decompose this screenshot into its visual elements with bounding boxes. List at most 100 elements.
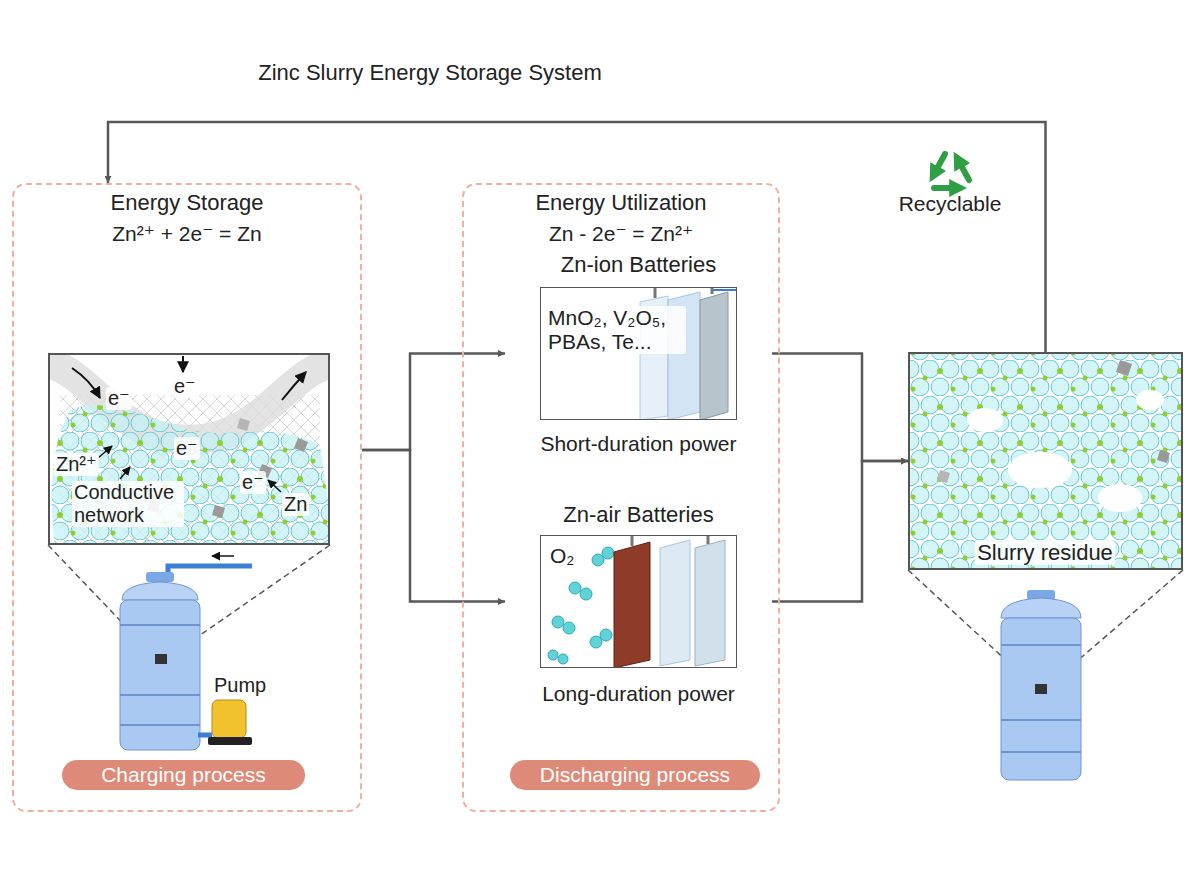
text-slot: Energy Storage <box>14 190 360 215</box>
residue-tank <box>1001 618 1081 780</box>
residue-tank <box>1035 684 1047 694</box>
charging-illustration <box>282 372 306 400</box>
slurry-residue-illustration <box>967 408 1003 432</box>
equation: Zn - 2e⁻ = Zn²⁺ <box>549 222 693 246</box>
electron-label: e⁻ <box>106 387 132 410</box>
zn-air-cell <box>569 582 581 594</box>
process-label: Discharging process <box>540 760 730 790</box>
text-slot: e⁻ <box>174 437 200 460</box>
panel-heading: Energy Utilization <box>535 190 706 215</box>
slurry-residue-illustration <box>908 352 1183 570</box>
storage-tank <box>122 582 198 600</box>
text-slot: Pump <box>214 674 266 697</box>
zn-ion-cell <box>700 292 728 420</box>
electron-label: e⁻ <box>240 471 266 494</box>
pump-symbol <box>208 737 252 745</box>
pump-symbol <box>198 700 252 745</box>
storage-tank <box>212 555 234 557</box>
duration-label: Short-duration power <box>540 432 736 456</box>
text-slot: MnO₂, V₂O₅, PBAs, Te... <box>546 306 686 354</box>
zn-air-cell <box>548 535 725 668</box>
charging-illustration <box>212 505 225 518</box>
stage-panel: Energy StorageZn²⁺ + 2e⁻ = Zn e⁻ e⁻ e⁻ e⁻ Zn²… <box>12 183 362 812</box>
charging-illustration <box>120 467 130 479</box>
duration-label: Long-duration power <box>542 682 735 706</box>
text-slot: Zn-air Batteries <box>505 502 772 527</box>
panel-heading: Energy Storage <box>111 190 264 215</box>
text-slot: Slurry residue <box>950 540 1140 565</box>
storage-tank <box>168 566 252 580</box>
flow-arrow <box>362 354 505 451</box>
text-slot: Zn <box>282 493 309 516</box>
slurry-residue-illustration <box>908 352 1183 570</box>
diagram-title: Zinc Slurry Energy Storage System <box>258 60 602 85</box>
part-label: Pump <box>214 674 266 697</box>
pump-symbol <box>212 700 246 738</box>
part-label: Conductive network <box>72 481 184 527</box>
charging-illustration <box>52 405 330 545</box>
text-slot: Energy Utilization <box>464 190 778 215</box>
charging-illustration <box>48 356 330 545</box>
text-slot: Discharging process <box>510 760 760 790</box>
storage-tank <box>120 600 200 750</box>
text-slot: Zinc Slurry Energy Storage System <box>130 60 730 85</box>
zn-air-cell <box>563 622 575 634</box>
charging-illustration <box>72 368 100 398</box>
ion-label: Zn²⁺ <box>54 453 99 476</box>
storage-tank <box>120 625 200 725</box>
zn-air-cell <box>552 616 564 628</box>
text-slot: Zn²⁺ <box>54 453 99 476</box>
slurry-residue-illustration <box>1136 390 1164 410</box>
illustration-inset: e⁻ e⁻ e⁻ e⁻ Zn²⁺ Conductive network Zn <box>48 353 330 545</box>
zn-air-cell <box>548 650 558 660</box>
zn-ion-cell <box>655 287 712 298</box>
text-slot: Charging process <box>62 760 305 790</box>
connector-group <box>108 122 1046 602</box>
charging-illustration <box>294 438 308 452</box>
zn-air-cell <box>632 535 708 546</box>
charging-illustration <box>182 356 184 372</box>
flow-arrow <box>362 450 505 602</box>
zn-air-cell <box>695 540 725 666</box>
battery-heading: Zn-air Batteries <box>563 502 713 527</box>
text-slot: Short-duration power <box>505 432 772 456</box>
pump-symbol <box>198 733 212 738</box>
text-slot: e⁻ <box>106 387 132 410</box>
battery-group: Zn-ion BatteriesMnO₂, V₂O₅, PBAs, Te... S… <box>505 248 772 460</box>
zn-air-cell <box>614 542 650 668</box>
gas-label: O₂ <box>548 544 577 568</box>
slurry-residue-illustration <box>937 470 950 483</box>
text-slot: Zn-ion Batteries <box>505 252 772 277</box>
edge-label: Recyclable <box>899 192 1002 216</box>
storage-tank <box>155 654 167 664</box>
recycle-symbol <box>933 154 969 188</box>
text-slot: Long-duration power <box>505 682 772 706</box>
charging-illustration <box>237 418 250 431</box>
slurry-residue-illustration <box>1157 450 1170 463</box>
residue-tank <box>1001 645 1081 752</box>
zn-ion-cell <box>712 289 737 291</box>
process-pill: Charging process <box>62 760 305 790</box>
slurry-residue-illustration <box>1008 452 1072 488</box>
stage-panel: Energy UtilizationZn - 2e⁻ = Zn²⁺Zn-ion … <box>462 183 780 812</box>
illustration-inset: Slurry residue <box>908 352 1183 570</box>
storage-tank <box>146 572 174 582</box>
text-slot: Zn - 2e⁻ = Zn²⁺ <box>464 222 778 246</box>
text-slot: e⁻ <box>240 471 266 494</box>
text-slot: Conductive network <box>72 481 184 527</box>
battery-heading: Zn-ion Batteries <box>561 252 716 277</box>
zn-air-cell <box>660 540 690 666</box>
recycle-symbol <box>934 185 960 191</box>
text-slot: Zn²⁺ + 2e⁻ = Zn <box>14 222 360 246</box>
flow-arrow <box>772 354 908 462</box>
storage-tank <box>120 556 252 750</box>
electron-label: e⁻ <box>174 437 200 460</box>
text-slot: e⁻ <box>172 375 198 398</box>
residue-tank <box>1001 598 1081 618</box>
equation: Zn²⁺ + 2e⁻ = Zn <box>112 222 261 246</box>
battery-group: Zn-air BatteriesO₂ Long-duration power <box>505 498 772 710</box>
electron-label: e⁻ <box>172 375 198 398</box>
charging-illustration <box>268 480 281 492</box>
zn-air-cell <box>558 654 568 664</box>
